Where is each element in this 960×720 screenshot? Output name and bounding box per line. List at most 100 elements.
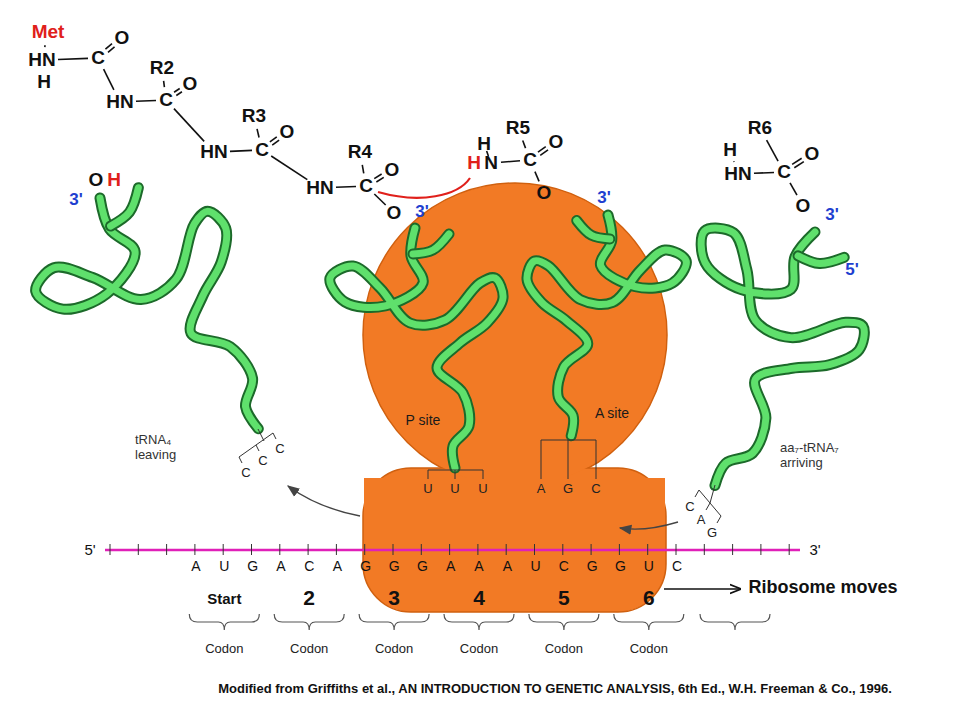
codon-number: 5: [558, 586, 570, 610]
arriving-arrow: [620, 522, 678, 529]
codon-number: 6: [643, 586, 655, 610]
mrna-tick: [676, 544, 677, 555]
mrna-base: G: [360, 558, 371, 574]
mrna-tick: [477, 544, 478, 555]
leaving-arrow: [288, 486, 360, 516]
bond: [523, 141, 526, 149]
mrna-base: G: [615, 558, 626, 574]
chemical-group: O: [385, 159, 400, 181]
base-tick: [256, 445, 259, 451]
chemical-group: O: [183, 73, 198, 95]
mrna-base: A: [503, 558, 512, 574]
strand-end: 3': [809, 541, 820, 558]
ribosome-large-subunit: [363, 183, 667, 487]
ribosome-small-subunit: [363, 468, 666, 612]
mrna-tick: [336, 544, 337, 555]
codon-bracket: [614, 614, 684, 630]
trna: [527, 215, 686, 436]
trna-strand: [330, 228, 503, 468]
mrna-base: U: [219, 558, 229, 574]
mrna-base: C: [559, 558, 569, 574]
bond: [535, 172, 539, 182]
trna-outline: [11, 155, 308, 489]
trna-outline: [101, 188, 148, 226]
base-tick: [428, 470, 429, 479]
anticodon-base: C: [275, 441, 284, 456]
anticodon-base: U: [478, 481, 487, 496]
anticodon-base: A: [537, 481, 546, 496]
mrna-tick: [591, 544, 592, 555]
codon-label: Codon: [375, 641, 413, 656]
trna-strand: [798, 237, 844, 277]
mrna-base: A: [474, 558, 483, 574]
bond: [754, 172, 774, 174]
mrna-tick: [534, 544, 535, 555]
mrna-strand: [105, 549, 800, 552]
strand-end: 5': [84, 541, 95, 558]
bond: [767, 140, 778, 161]
base-tick: [717, 516, 721, 523]
chemical-group: C: [777, 161, 791, 183]
mrna-ticks: [110, 544, 789, 555]
mrna-tick: [732, 544, 733, 555]
site-label: P site: [406, 412, 441, 428]
base-tick: [568, 440, 569, 479]
chemical-group: HN: [724, 163, 751, 185]
anticodon-base: C: [685, 499, 694, 514]
trna-outline: [413, 234, 449, 254]
codon-label: Codon: [630, 641, 668, 656]
anticodon-base: G: [707, 525, 717, 540]
bond: [374, 174, 381, 179]
chemical-group: HN: [200, 141, 227, 163]
bond: [176, 92, 182, 96]
mrna-tick: [194, 544, 195, 555]
chemical-group: H: [477, 133, 491, 155]
mrna-tick: [704, 544, 705, 555]
codon-bracket: [189, 614, 259, 630]
ribosome-moves-arrow: [664, 588, 740, 589]
base-tick: [273, 433, 276, 439]
strand-end: 3': [825, 205, 839, 225]
chemical-group: C: [255, 139, 269, 161]
anticodon-base: U: [450, 481, 459, 496]
bond: [538, 147, 546, 152]
trna-strand: [527, 215, 686, 436]
anticodon-base: C: [258, 453, 267, 468]
bond: [105, 44, 112, 49]
chemical-group: O: [796, 195, 811, 217]
bond: [790, 183, 797, 195]
chemical-group: H: [723, 139, 737, 161]
trna-strand: [595, 183, 900, 513]
anticodon-base: A: [697, 512, 706, 527]
bond: [336, 186, 356, 188]
bond: [501, 161, 520, 162]
mrna-tick: [251, 544, 252, 555]
mrna-tick: [166, 544, 167, 555]
mrna-base: C: [672, 558, 682, 574]
chemical-group: Met: [32, 21, 65, 43]
codon-number: 2: [303, 586, 315, 610]
mrna-base: A: [446, 558, 455, 574]
mrna-base: U: [531, 558, 541, 574]
bond: [136, 100, 156, 102]
chemical-group: C: [523, 149, 537, 171]
ribosome-fill: [364, 478, 665, 518]
trna-strand: [577, 221, 610, 239]
mrna-base: C: [304, 558, 314, 574]
bond: [794, 162, 804, 168]
bond: [376, 177, 383, 182]
chemical-group: HN: [306, 177, 333, 199]
codon-label: Codon: [290, 641, 328, 656]
bond: [174, 109, 204, 142]
base-tick: [541, 440, 542, 479]
chemical-bonds: [45, 44, 804, 205]
ribosome-fill: [364, 184, 666, 486]
base-tick: [541, 440, 596, 441]
trna-strand: [413, 234, 449, 254]
mrna-tick: [506, 544, 507, 555]
chemical-group: O: [115, 27, 130, 49]
bond: [230, 150, 252, 153]
mrna-tick: [619, 544, 620, 555]
codon-bracket: [444, 614, 514, 630]
